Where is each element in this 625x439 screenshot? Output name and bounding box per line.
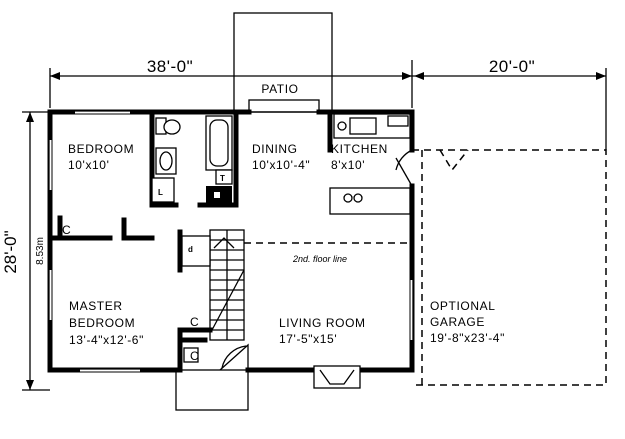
hall-closet-label: C [190, 315, 199, 329]
kitchen-fixtures [329, 113, 413, 215]
living-room-size: 17'-5"x15' [279, 332, 337, 346]
garage-size: 19'-8"x23'-4" [430, 331, 505, 345]
master-bedroom-name-line2: BEDROOM [69, 316, 135, 330]
dining-size: 10'x10'-4" [252, 158, 310, 172]
master-bedroom-size: 13'-4"x12'-6" [69, 333, 144, 347]
depth-label: 28'-0" [1, 230, 20, 273]
garage-name-line1: OPTIONAL [430, 299, 495, 313]
exterior-walls [47, 109, 415, 373]
up-mark: d [188, 245, 193, 254]
garage-name-line2: GARAGE [430, 315, 485, 329]
dimension-lines [22, 60, 607, 391]
front-entry [175, 343, 249, 411]
staircase [209, 229, 245, 341]
patio [233, 12, 333, 113]
depth-metric-label: 8.53m [35, 237, 46, 265]
garage-width-label: 20'-0" [489, 57, 535, 76]
second-floor-line-label: 2nd. floor line [292, 254, 347, 264]
toilet-label: T [220, 174, 225, 183]
dining-name: DINING [252, 142, 298, 156]
entry-closet-label: C [190, 349, 199, 363]
bedroom-closet-label: C [62, 223, 71, 237]
overall-width-label: 38'-0" [147, 57, 193, 76]
bathroom-fixtures [151, 115, 233, 203]
kitchen-name: KITCHEN [331, 142, 388, 156]
bedroom-name: BEDROOM [68, 142, 134, 156]
kitchen-size: 8'x10' [331, 158, 365, 172]
interior-walls [47, 109, 333, 373]
linen-closet-label: L [158, 188, 163, 197]
garage-outline [412, 149, 607, 386]
living-room-name: LIVING ROOM [279, 316, 366, 330]
hall-closet [181, 235, 211, 267]
bedroom-size: 10'x10' [68, 158, 109, 172]
master-bedroom-name-line1: MASTER [69, 299, 123, 313]
patio-label: PATIO [261, 82, 298, 96]
fireplace [313, 365, 361, 389]
